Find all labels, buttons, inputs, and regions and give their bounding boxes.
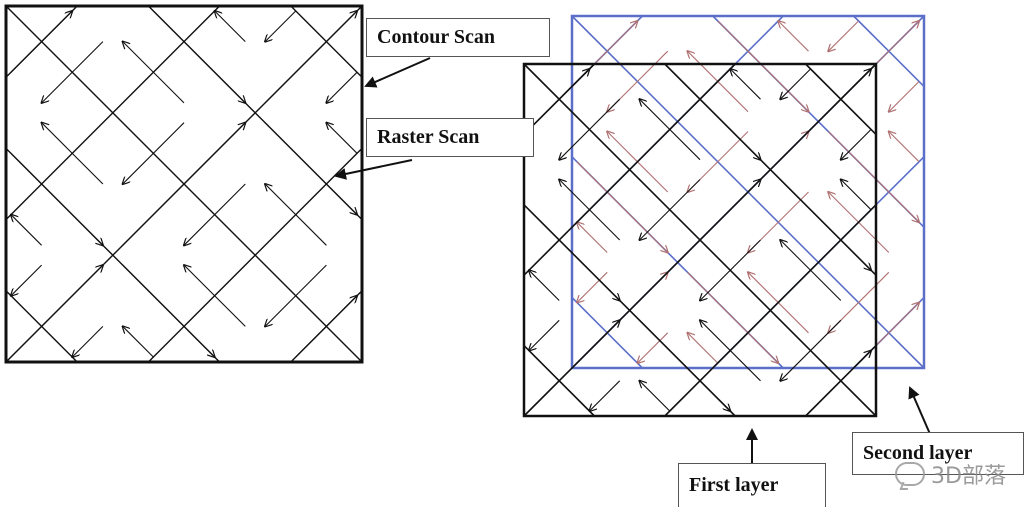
raster-scan-arrow xyxy=(295,296,357,358)
raster-scan-arrow xyxy=(42,123,104,185)
raster-callout-arrow xyxy=(334,159,413,180)
raster-scan-arrow xyxy=(265,264,327,326)
raster-scan-arrow xyxy=(639,179,701,240)
raster-scan-arrow xyxy=(639,319,730,411)
raster-scan-arrow xyxy=(326,71,358,103)
raster-scan-arrow xyxy=(326,123,358,154)
raster-scan-arrow xyxy=(264,122,357,215)
raster-scan-arrow xyxy=(687,333,719,364)
raster-scan-arrow xyxy=(810,351,871,412)
raster-scan-arrow xyxy=(841,179,872,211)
raster-scan-arrow xyxy=(122,123,246,246)
raster-scan-arrow xyxy=(889,131,920,163)
raster-scan-arrow xyxy=(717,20,809,112)
raster-scan-arrow xyxy=(590,380,621,411)
raster-scan-arrow xyxy=(72,326,104,357)
raster-scan-arrow xyxy=(529,270,560,301)
raster-scan-arrow xyxy=(669,68,761,160)
raster-scan-arrow xyxy=(11,215,42,246)
watermark: 3D部落 xyxy=(895,458,1006,490)
raster-scan-arrow xyxy=(780,319,842,381)
raster-scan-arrow xyxy=(827,131,919,222)
raster-scan-arrow xyxy=(265,10,297,42)
raster-scan-arrow xyxy=(559,98,621,160)
raster-scan-arrow xyxy=(215,11,246,42)
contour-callout-arrow xyxy=(364,57,431,88)
raster-scan-arrow xyxy=(779,179,871,270)
raster-scan-arrow xyxy=(828,20,859,51)
left-scan-square xyxy=(4,4,364,364)
raster-scan-arrow xyxy=(577,222,608,253)
raster-scan-arrow xyxy=(10,153,103,245)
raster-scan-arrow xyxy=(528,69,589,130)
raster-scan-arrow xyxy=(10,11,72,73)
raster-scan-arrow xyxy=(559,179,621,241)
raster-scan-arrow xyxy=(123,326,154,358)
raster-scan-arrow xyxy=(730,69,761,100)
raster-scan-arrow xyxy=(184,265,246,327)
raster-scan-arrow xyxy=(265,184,327,246)
raster-scan-arrow xyxy=(841,129,872,160)
raster-scan-arrow xyxy=(889,81,920,112)
watermark-text: 3D部落 xyxy=(931,464,1006,489)
raster-scan-arrow xyxy=(780,240,842,301)
raster-scan-arrow xyxy=(639,99,701,161)
raster-scan-arrow xyxy=(264,11,357,104)
first-layer-label: First layer xyxy=(678,463,826,507)
raster-scan-arrow xyxy=(700,320,761,382)
raster-scan-arrow xyxy=(184,183,246,245)
raster-scan-arrow xyxy=(639,381,671,412)
raster-scan-arrow xyxy=(638,332,669,363)
first-layer-square xyxy=(522,62,878,418)
raster-scan-arrow xyxy=(529,319,560,350)
raster-scan-arrow xyxy=(11,264,42,296)
second-layer-label: Second layer xyxy=(852,432,1024,475)
second-layer-callout-arrow xyxy=(908,386,931,435)
raster-scan-label: Raster Scan xyxy=(366,118,534,157)
raster-scan-arrow xyxy=(577,271,608,302)
raster-scan-arrow xyxy=(700,239,761,301)
raster-scan-arrow xyxy=(639,179,760,301)
raster-scan-arrow xyxy=(153,10,245,103)
raster-scan-arrow xyxy=(528,209,620,301)
raster-scan-arrow xyxy=(123,122,185,184)
raster-scan-arrow xyxy=(122,264,215,357)
contour-scan-label: Contour Scan xyxy=(366,18,550,57)
raster-scan-arrow xyxy=(10,265,103,358)
contour-scan-outline xyxy=(4,4,364,364)
raster-scan-arrow xyxy=(528,320,620,412)
raster-scan-arrow xyxy=(780,68,811,99)
raster-scan-arrow xyxy=(576,161,668,253)
raster-scan-arrow xyxy=(687,271,778,363)
raster-scan-arrow xyxy=(123,42,185,104)
raster-scan-arrow xyxy=(778,21,809,52)
raster-scan-arrow xyxy=(42,41,104,103)
raster-scan-arrow xyxy=(779,69,871,161)
callout-arrows xyxy=(334,57,931,466)
chat-bubble-icon xyxy=(895,462,926,486)
contour-scan-outline xyxy=(522,62,878,418)
